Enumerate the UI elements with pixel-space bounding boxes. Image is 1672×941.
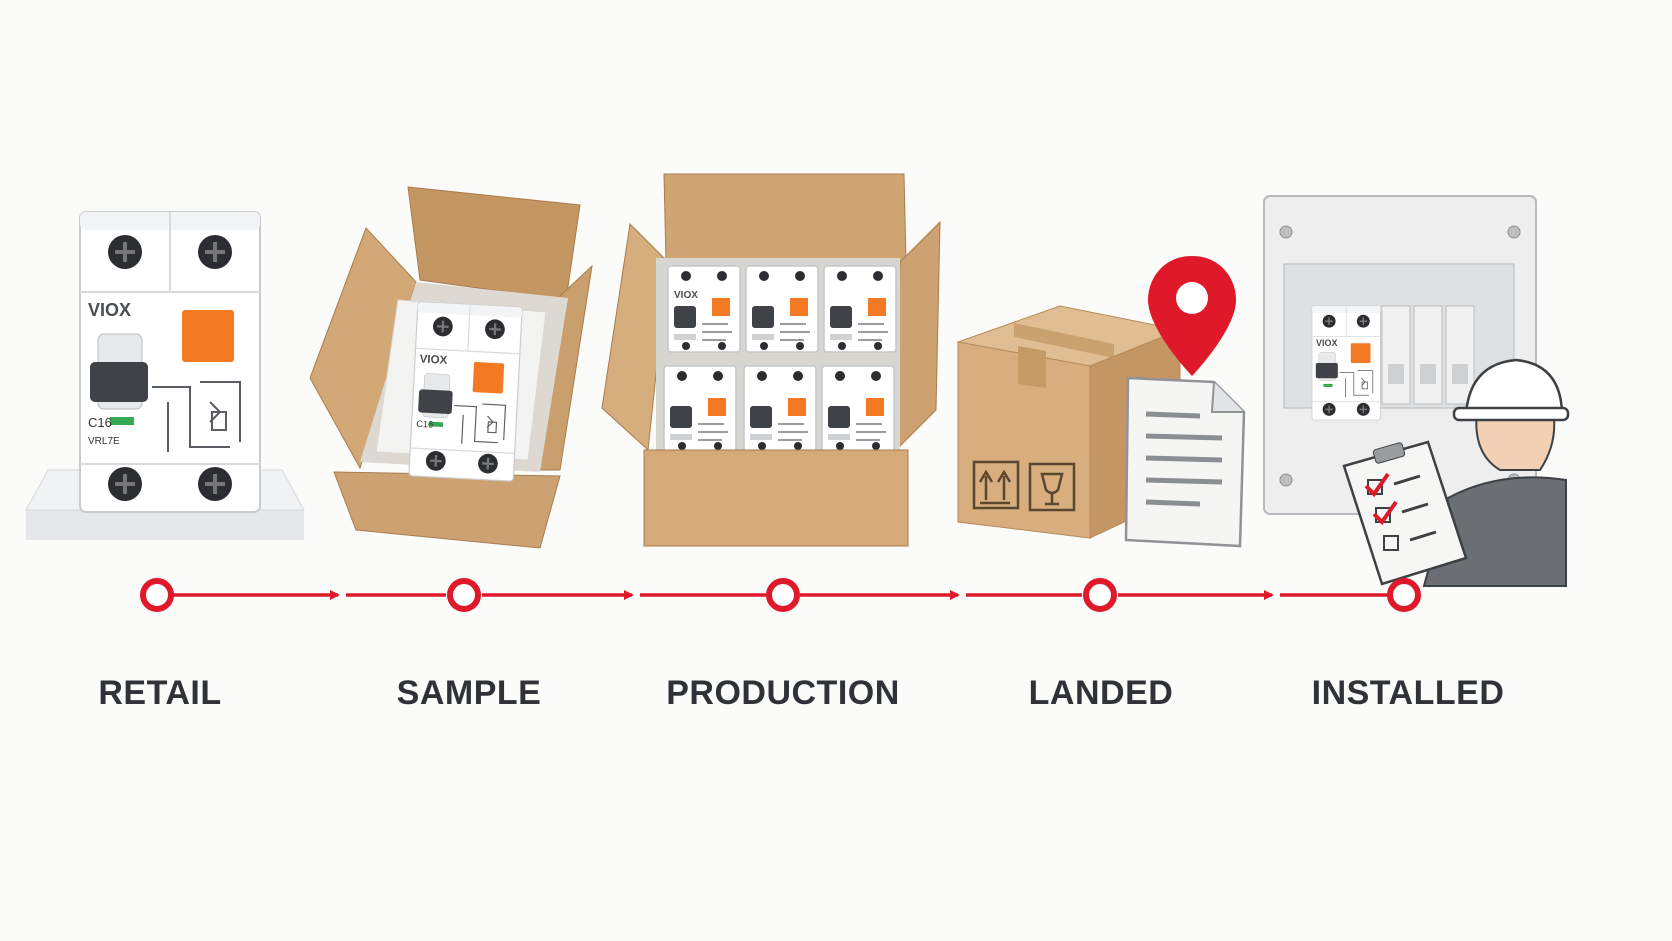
stage-label-landed: LANDED [1028, 674, 1174, 712]
stage-node-sample [447, 578, 481, 612]
this-way-up-icon [972, 460, 1020, 510]
circuit-breaker-installed [1311, 305, 1382, 421]
fragile-glass-icon [1028, 462, 1076, 512]
location-pin-icon [1148, 256, 1236, 376]
landed-illustration [956, 256, 1246, 548]
rating-label-sample: C16 [416, 419, 434, 430]
retail-illustration: VIOX C16 VRL7E [25, 210, 305, 540]
circuit-breaker-sample: VIOX C16 [407, 300, 524, 483]
installed-illustration: VIOX [1263, 195, 1570, 587]
stage-node-landed [1083, 578, 1117, 612]
stage-label-production: PRODUCTION [666, 674, 900, 712]
brand-label-retail: VIOX [88, 300, 131, 320]
sample-illustration: VIOX C16 [309, 186, 593, 549]
stage-label-retail: RETAIL [98, 674, 222, 712]
adjacent-breakers [1381, 305, 1475, 405]
breaker-grid: VIOX [663, 265, 897, 453]
circuit-breaker-retail: VIOX C16 VRL7E [78, 210, 262, 514]
stage-label-sample: SAMPLE [396, 674, 542, 712]
stage-node-installed [1387, 578, 1421, 612]
rating-label-retail: C16 [88, 415, 112, 430]
stage-label-installed: INSTALLED [1311, 674, 1505, 712]
stage-node-retail [140, 578, 174, 612]
checklist-icon [1342, 440, 1468, 586]
brand-label-installed: VIOX [1316, 338, 1338, 348]
production-illustration: VIOX [601, 173, 941, 547]
stage-node-production [766, 578, 800, 612]
brand-label-sample: VIOX [419, 352, 448, 366]
brand-label-production: VIOX [674, 290, 698, 301]
timeline [140, 578, 1421, 612]
document-icon [1124, 376, 1246, 548]
model-label-retail: VRL7E [88, 436, 120, 447]
